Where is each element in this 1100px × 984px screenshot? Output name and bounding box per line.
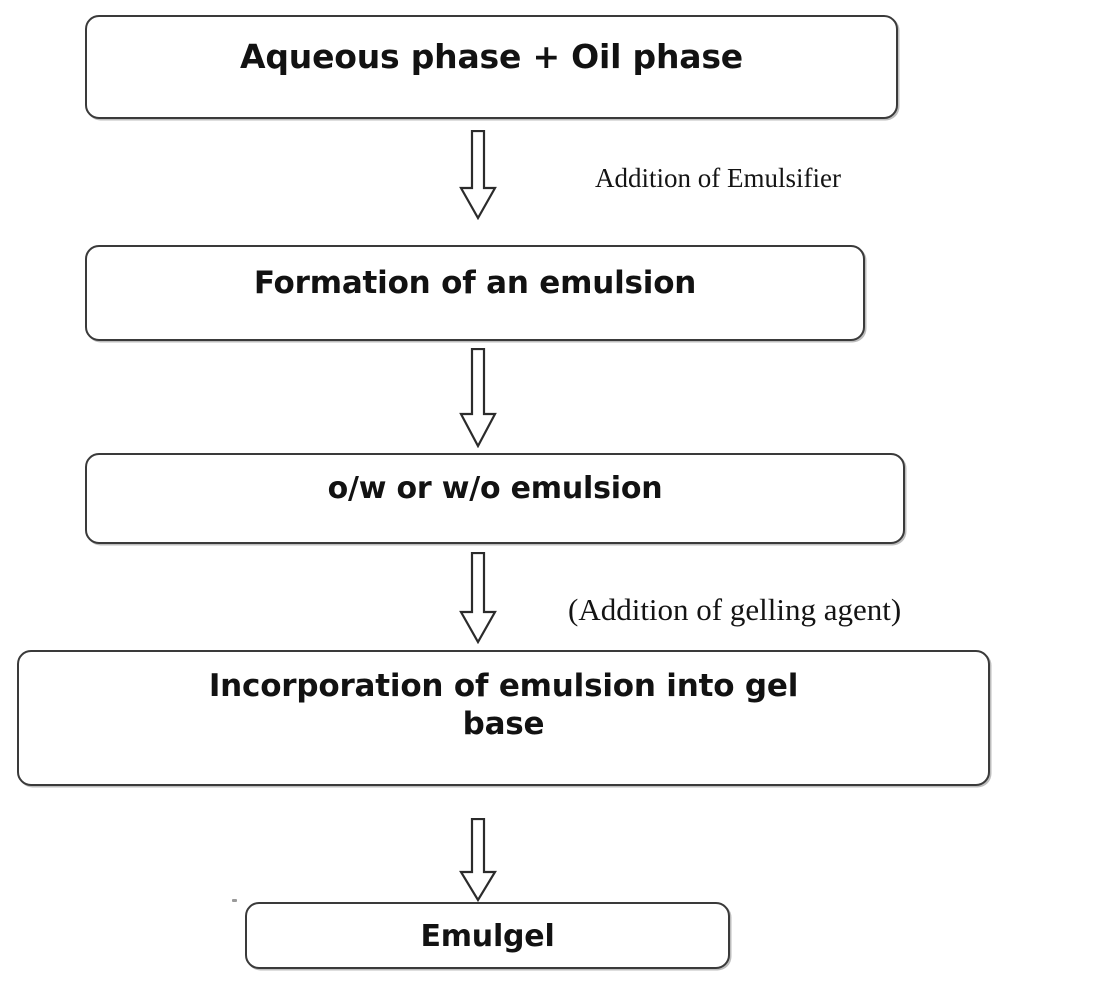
scan-artifact-speck — [232, 899, 237, 902]
down-block-arrow-icon — [458, 552, 498, 644]
down-block-arrow-icon — [458, 130, 498, 220]
node-label: Formation of an emulsion — [253, 265, 697, 301]
flowchart-node-formation-of-emulsion[interactable]: Formation of an emulsion — [85, 245, 865, 341]
node-label: Incorporation of emulsion into gel base — [208, 668, 799, 742]
flowchart-node-emulgel[interactable]: Emulgel — [245, 902, 730, 969]
edge-label-addition-of-gelling-agent: (Addition of gelling agent) — [568, 592, 902, 627]
edge-label-addition-of-emulsifier: Addition of Emulsifier — [595, 163, 841, 193]
flowchart-node-ow-or-wo-emulsion[interactable]: o/w or w/o emulsion — [85, 453, 905, 544]
node-label: Aqueous phase + Oil phase — [240, 37, 743, 76]
down-block-arrow-icon — [458, 818, 498, 902]
node-label: Emulgel — [420, 919, 555, 954]
flowchart-node-aqueous-oil-phase[interactable]: Aqueous phase + Oil phase — [85, 15, 898, 119]
node-label: o/w or w/o emulsion — [327, 471, 663, 506]
down-block-arrow-icon — [458, 348, 498, 448]
flowchart-node-incorporation-into-gel-base[interactable]: Incorporation of emulsion into gel base — [17, 650, 990, 786]
